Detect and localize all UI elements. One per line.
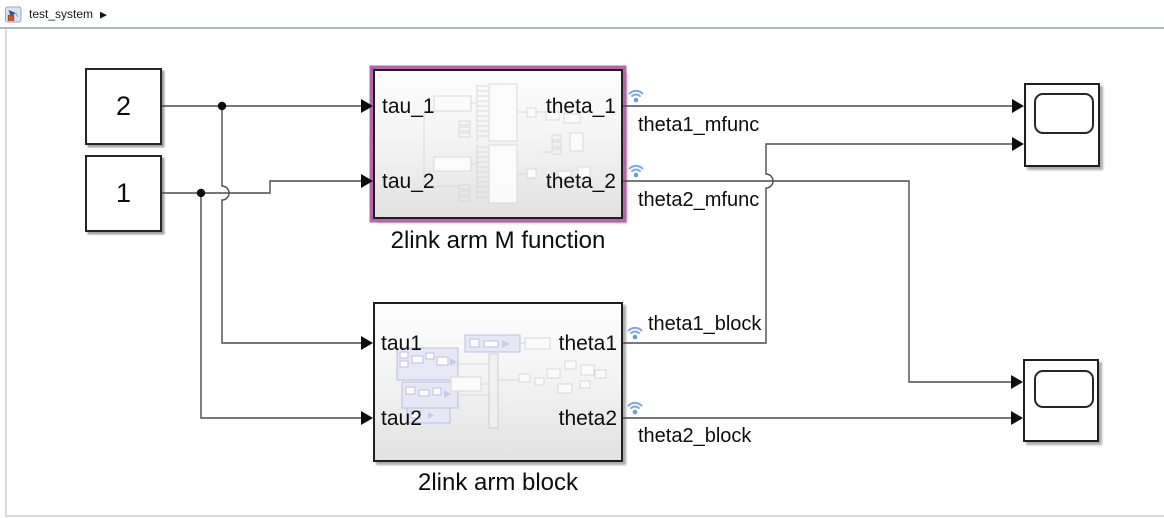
wire-theta1-block[interactable] <box>623 143 1013 344</box>
branch-point[interactable] <box>196 188 206 198</box>
port-label-theta2: theta2 <box>558 407 617 430</box>
model-icon-block <box>7 14 15 21</box>
inport-arrow-scope1-1[interactable] <box>1012 99 1024 113</box>
model-icon-flag <box>8 9 16 16</box>
block-name-armblock[interactable]: 2link arm block <box>417 469 579 496</box>
breadcrumb-expand-icon[interactable]: ▶ <box>100 9 107 19</box>
constant-value: 1 <box>115 178 132 208</box>
signal-label-theta2_block[interactable]: theta2_block <box>638 425 752 447</box>
subsystem-preview-armblock <box>396 334 607 429</box>
block-name-mfunc[interactable]: 2link arm M function <box>390 227 606 254</box>
port-label-tau1: tau1 <box>381 332 422 355</box>
port-label-tau2: tau2 <box>381 407 422 430</box>
wire-const2-branch-to-tau1[interactable] <box>221 106 361 344</box>
inport-arrow-tau1[interactable] <box>361 336 373 350</box>
wireless-logging-icon[interactable] <box>627 401 643 415</box>
constant-value: 2 <box>115 91 132 121</box>
inport-arrow-scope2-1[interactable] <box>1011 375 1023 389</box>
subsystem-preview-mfunc <box>423 83 591 204</box>
branch-point[interactable] <box>217 101 227 111</box>
port-label-tau_1: tau_1 <box>382 95 435 118</box>
inport-arrow-tau2[interactable] <box>361 411 373 425</box>
breadcrumb-model-name[interactable]: test_system <box>29 7 94 21</box>
inport-arrow-tau_1[interactable] <box>361 99 373 113</box>
inport-arrow-tau_2[interactable] <box>361 174 373 188</box>
wire-theta2-mfunc[interactable] <box>623 180 1012 383</box>
port-label-theta_2: theta_2 <box>545 170 616 193</box>
constant-block-1[interactable]: 1 <box>85 155 162 232</box>
constant-block-2[interactable]: 2 <box>85 68 162 145</box>
scope-screen <box>1034 370 1094 408</box>
signal-label-theta1_mfunc[interactable]: theta1_mfunc <box>638 114 760 136</box>
simulink-model-icon[interactable] <box>5 6 22 23</box>
scope-block-lower[interactable] <box>1023 359 1099 442</box>
port-label-theta_1: theta_1 <box>545 95 616 118</box>
wireless-logging-icon[interactable] <box>627 326 643 340</box>
wire-const1-to-tau_2[interactable] <box>162 180 361 194</box>
wire-const1-branch-to-tau2[interactable] <box>200 193 361 419</box>
canvas-frame-bottom <box>5 515 1164 517</box>
inport-arrow-scope1-2[interactable] <box>1012 137 1024 151</box>
port-label-tau_2: tau_2 <box>382 170 435 193</box>
port-label-theta1: theta1 <box>558 332 617 355</box>
inport-arrow-scope2-2[interactable] <box>1011 411 1023 425</box>
scope-screen <box>1034 93 1094 134</box>
wireless-logging-icon[interactable] <box>628 164 644 178</box>
wireless-logging-icon[interactable] <box>628 89 644 103</box>
toolbar-divider <box>0 27 1164 29</box>
signal-label-theta2_mfunc[interactable]: theta2_mfunc <box>638 189 760 211</box>
scope-block-upper[interactable] <box>1024 83 1100 167</box>
canvas-frame-left <box>5 29 7 516</box>
signal-label-theta1_block[interactable]: theta1_block <box>648 313 762 335</box>
breadcrumb: test_system ▶ <box>0 0 1164 28</box>
